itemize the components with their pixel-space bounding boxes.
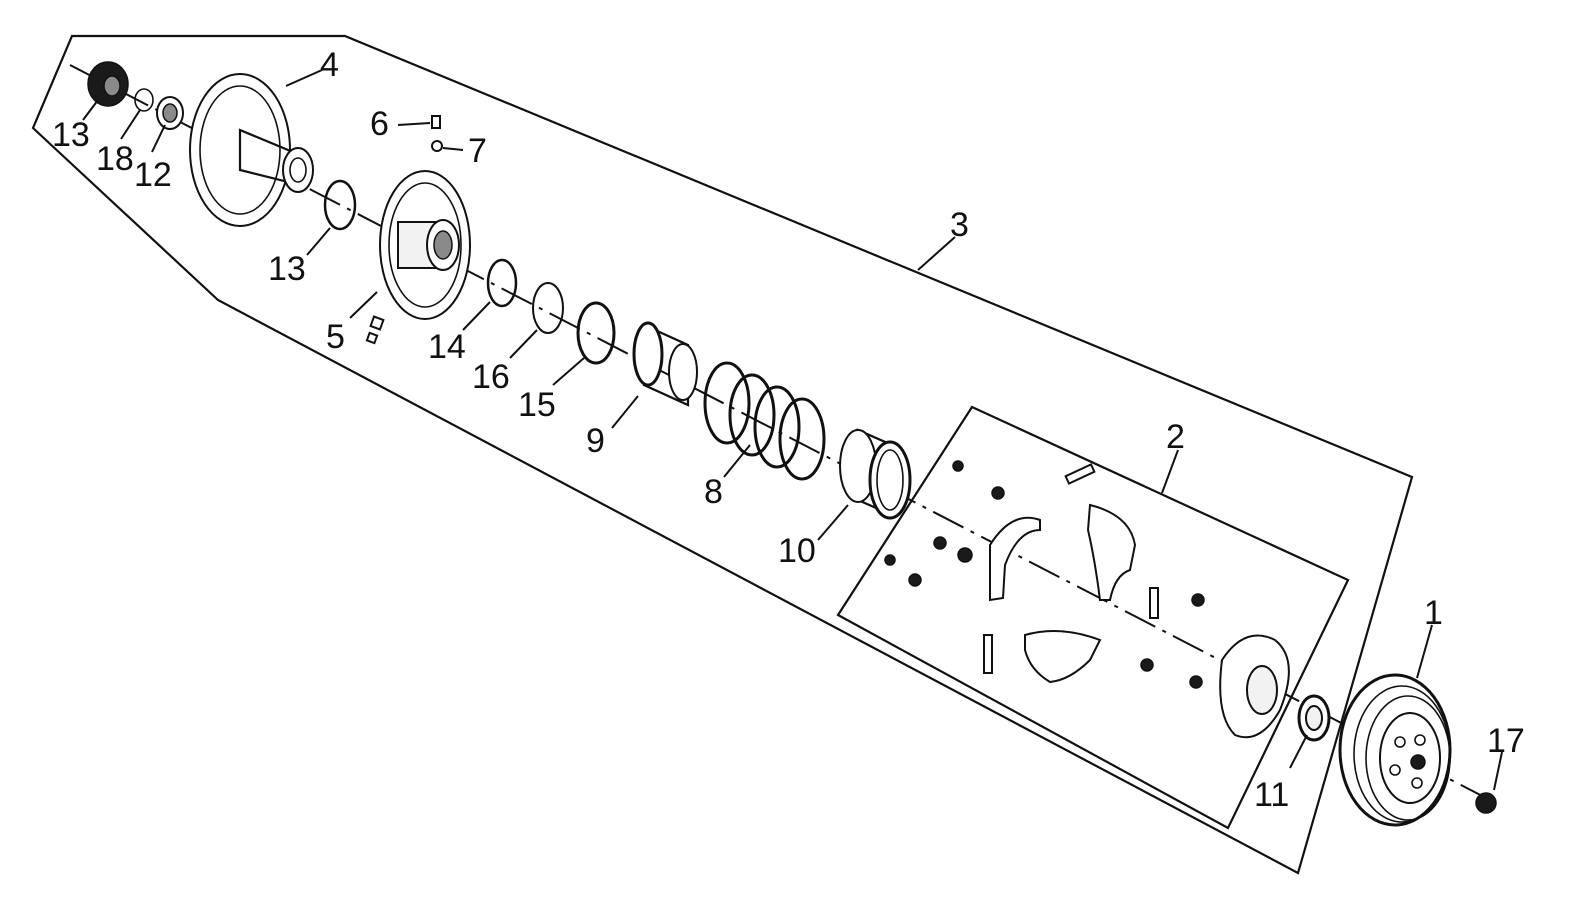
part-5-movable-plate bbox=[365, 170, 471, 345]
callout-labels: 4 13 18 12 6 7 13 5 14 16 15 9 8 10 3 2 … bbox=[52, 46, 1525, 814]
part-4-drive-plate bbox=[189, 73, 314, 227]
callout-2: 2 bbox=[1166, 418, 1185, 456]
part-17-nut bbox=[1475, 792, 1497, 814]
callout-15: 15 bbox=[518, 386, 556, 424]
part-2-clutch-shoes bbox=[884, 460, 1290, 739]
callout-8: 8 bbox=[704, 473, 723, 511]
part-18-ring bbox=[134, 88, 154, 112]
callout-11: 11 bbox=[1254, 776, 1289, 814]
part-10-collar bbox=[839, 428, 912, 520]
callout-9: 9 bbox=[586, 422, 605, 460]
assembly-3-boundary bbox=[31, 34, 1414, 875]
assembly-2-boundary bbox=[836, 405, 1350, 830]
leader-lines bbox=[82, 69, 1503, 791]
callout-1: 1 bbox=[1424, 594, 1443, 632]
callout-4: 4 bbox=[320, 46, 339, 84]
callout-7: 7 bbox=[468, 132, 487, 170]
part-8-spring bbox=[703, 361, 826, 481]
part-11-nut bbox=[1297, 694, 1331, 742]
part-13-ring bbox=[323, 179, 357, 231]
callout-14: 14 bbox=[428, 328, 466, 366]
part-14-ring bbox=[486, 258, 518, 308]
part-16-ring bbox=[532, 282, 564, 334]
callout-17: 17 bbox=[1487, 722, 1525, 760]
callout-6: 6 bbox=[370, 105, 389, 143]
part-1-clutch-bell bbox=[1338, 673, 1452, 827]
part-6-bolt bbox=[431, 115, 441, 129]
callout-10: 10 bbox=[778, 532, 816, 570]
callout-16: 16 bbox=[472, 358, 510, 396]
callout-12: 12 bbox=[134, 156, 172, 194]
part-15-ring bbox=[576, 301, 616, 365]
callout-5: 5 bbox=[326, 318, 345, 356]
callout-3: 3 bbox=[950, 206, 969, 244]
part-9-spring-seat bbox=[632, 321, 698, 407]
callout-18: 18 bbox=[96, 140, 134, 178]
part-12-bearing bbox=[156, 96, 184, 130]
callout-13-mid: 13 bbox=[268, 250, 306, 288]
part-7-washer bbox=[431, 140, 443, 152]
part-13-bearing bbox=[87, 61, 129, 107]
callout-13-top: 13 bbox=[52, 116, 90, 154]
